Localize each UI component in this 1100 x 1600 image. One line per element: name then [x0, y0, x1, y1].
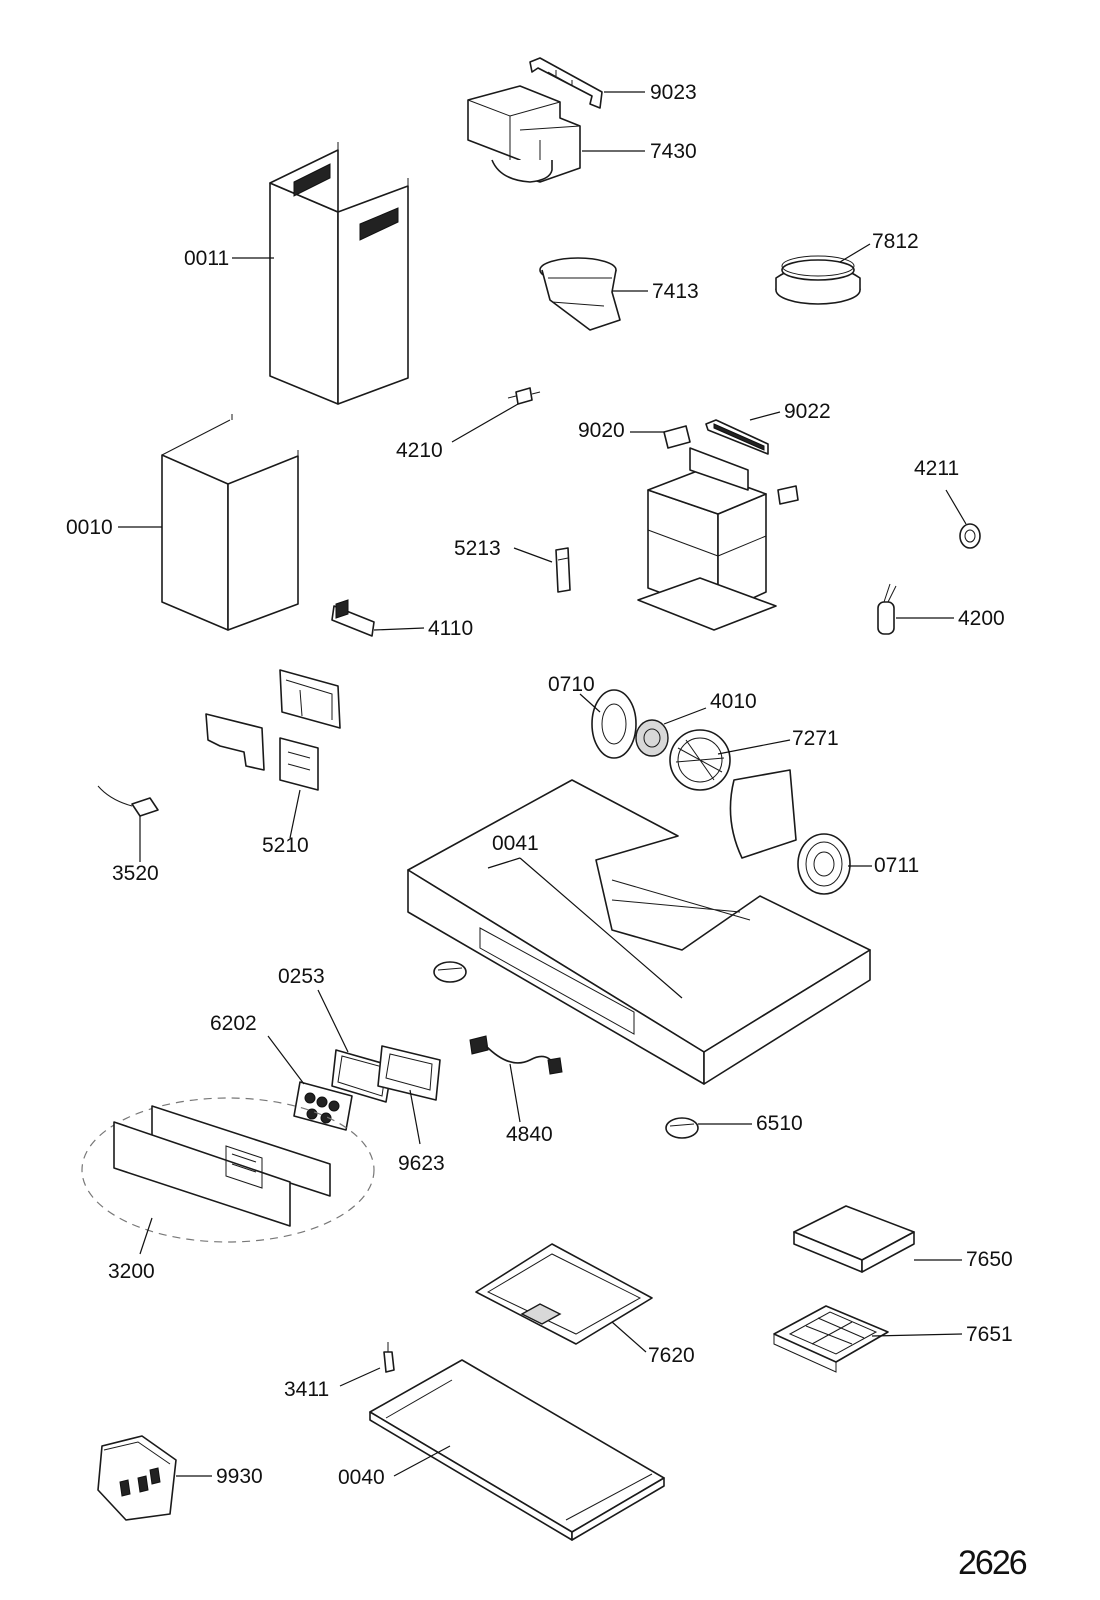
label-4110: 4110	[428, 617, 473, 640]
leader-0253	[317, 989, 349, 1053]
part-4211-grommet	[959, 523, 981, 549]
label-5210: 5210	[262, 834, 309, 857]
leader-6202	[267, 1035, 305, 1085]
part-4210-lamp-socket	[507, 387, 541, 405]
leader-3411	[339, 1367, 381, 1387]
label-7413: 7413	[652, 280, 699, 303]
label-7430: 7430	[650, 140, 697, 163]
part-6510-knob	[665, 1117, 699, 1139]
label-9930: 9930	[216, 1465, 263, 1488]
part-knob	[433, 961, 467, 983]
part-9623-frame	[377, 1045, 441, 1101]
leader-5210	[289, 789, 301, 839]
label-9020: 9020	[578, 419, 625, 442]
label-9623: 9623	[398, 1152, 445, 1175]
label-7812: 7812	[872, 230, 919, 253]
part-3520-connector	[97, 785, 159, 817]
label-4200: 4200	[958, 607, 1005, 630]
leader-5213	[513, 547, 553, 563]
label-6202: 6202	[210, 1012, 257, 1035]
leader-7271	[717, 739, 791, 755]
label-9023: 9023	[650, 81, 697, 104]
label-7620: 7620	[648, 1344, 695, 1367]
label-6510: 6510	[756, 1112, 803, 1135]
part-4110-transformer	[331, 599, 375, 637]
leader-0710	[579, 693, 601, 713]
label-0011: 0011	[184, 247, 229, 270]
leader-7620	[611, 1321, 647, 1353]
leader-7812	[839, 243, 871, 263]
part-0040-bottom-panel	[369, 1359, 665, 1541]
leader-4210	[451, 403, 519, 443]
label-3520: 3520	[112, 862, 159, 885]
label-3200: 3200	[108, 1260, 155, 1283]
label-0040: 0040	[338, 1466, 385, 1489]
part-6202-button-block	[293, 1081, 353, 1131]
label-4211: 4211	[914, 457, 959, 480]
part-4200-capacitor	[877, 583, 897, 635]
part-5210-control-boards	[205, 669, 341, 791]
part-3411-lamp	[383, 1342, 395, 1373]
part-0711-grille	[797, 833, 851, 895]
part-0710-fan-plate	[591, 689, 637, 759]
part-9022-bracket	[705, 419, 769, 455]
label-3411: 3411	[284, 1378, 329, 1401]
part-7413-transition-collar	[539, 257, 621, 331]
label-4010: 4010	[710, 690, 757, 713]
label-0010: 0010	[66, 516, 113, 539]
part-7620-grease-filter	[475, 1243, 653, 1345]
leader-0040	[393, 1445, 451, 1477]
label-4840: 4840	[506, 1123, 553, 1146]
leader-3200	[139, 1217, 153, 1255]
part-5213-switch	[555, 547, 571, 593]
part-9020-bracket	[663, 425, 691, 449]
label-9022: 9022	[784, 400, 831, 423]
part-9930-hardware-bag	[97, 1435, 177, 1521]
part-0253-gasket	[331, 1049, 393, 1103]
part-7430-adapter-box	[467, 85, 581, 183]
label-0710: 0710	[548, 673, 595, 696]
leader-4010	[663, 707, 707, 725]
label-4210: 4210	[396, 439, 443, 462]
label-0711: 0711	[874, 854, 919, 877]
part-7651-filter-frame	[773, 1305, 889, 1373]
part-9023-bracket	[529, 57, 603, 109]
part-7271-fan-wheel	[669, 729, 797, 859]
part-4010-motor	[635, 719, 669, 757]
part-0010-lower-chimney	[161, 414, 299, 631]
label-7271: 7271	[792, 727, 839, 750]
leader-4840	[509, 1063, 521, 1123]
label-7651: 7651	[966, 1323, 1013, 1346]
part-7650-filter-pad	[793, 1205, 915, 1273]
label-5213: 5213	[454, 537, 501, 560]
label-7650: 7650	[966, 1248, 1013, 1271]
leader-9022	[749, 411, 781, 421]
leader-7651	[871, 1333, 963, 1337]
leader-4211	[945, 489, 967, 525]
part-3200-front-panel	[81, 1097, 375, 1243]
leader-0041	[487, 857, 683, 999]
label-0041: 0041	[492, 832, 539, 855]
part-4840-wire-harness	[469, 1035, 563, 1075]
part-0011-upper-chimney	[269, 142, 409, 405]
part-blower-housing	[637, 447, 799, 631]
part-hood-body	[407, 779, 871, 1085]
page-number: 2626	[958, 1544, 1027, 1582]
leader-4110	[373, 627, 425, 631]
part-7812-duct-collar	[775, 255, 861, 305]
leader-9623	[409, 1089, 421, 1145]
label-0253: 0253	[278, 965, 325, 988]
